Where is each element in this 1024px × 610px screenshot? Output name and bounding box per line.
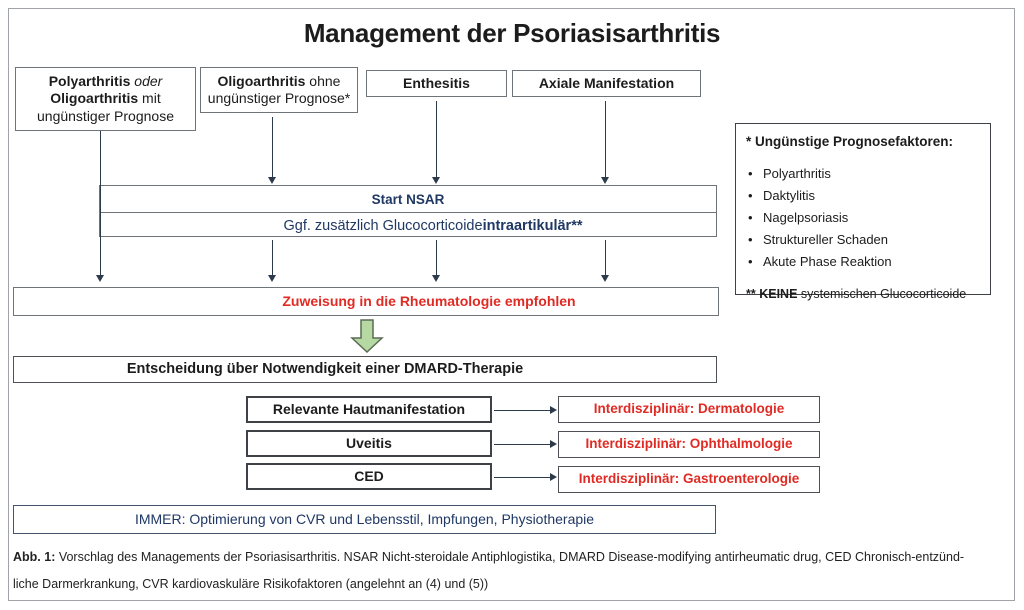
arrow-ced-to-gastroenterologie — [494, 473, 557, 482]
box-ced: CED — [246, 463, 492, 490]
caption-line-2: liche Darmerkrankung, CVR kardiovaskulär… — [13, 576, 489, 591]
box-interdisziplinaer-gastroenterologie: Interdisziplinär: Gastroenterologie — [558, 466, 820, 493]
green-down-arrow — [350, 319, 384, 353]
caption-line-1: Abb. 1: Vorschlag des Managements der Ps… — [13, 550, 965, 564]
figure-caption: Abb. 1: Vorschlag des Managements der Ps… — [13, 549, 1013, 593]
box-immer-optimierung: IMMER: Optimierung von CVR und Lebenssti… — [13, 505, 716, 534]
prognose-item-nagelpsoriasis: Nagelpsoriasis — [746, 209, 980, 227]
panel-footnote-keine-glucocorticoide: ** KEINE systemischen Glucocorticoide — [746, 286, 967, 301]
prognose-item-struktureller-schaden: Struktureller Schaden — [746, 231, 980, 249]
arrow-nsar-to-zuweisung-1 — [268, 240, 277, 282]
box-nsar-group: Start NSAR Ggf. zusätzlich Glucocorticoi… — [99, 185, 717, 237]
box-interdisziplinaer-dermatologie: Interdisziplinär: Dermatologie — [558, 396, 820, 423]
box-dmard-entscheidung: Entscheidung über Notwendigkeit einer DM… — [13, 356, 717, 383]
box-zuweisung-rheumatologie: Zuweisung in die Rheumatologie empfohlen — [13, 287, 719, 316]
arrow-polyarthritis-to-zuweisung — [96, 131, 105, 282]
box-hautmanifestation: Relevante Hautmanifestation — [246, 396, 492, 423]
box-polyarthritis-text: Polyarthritis oder Oligoarthritis mit un… — [37, 72, 174, 124]
prognose-item-daktylitis: Daktylitis — [746, 187, 980, 205]
box-polyarthritis-oligoarthritis: Polyarthritis oder Oligoarthritis mit un… — [15, 67, 196, 131]
box-enthesitis: Enthesitis — [366, 70, 507, 97]
box-oligoarthritis-ohne-prognose: Oligoarthritis ohne ungünstiger Prognose… — [200, 67, 358, 113]
prognose-item-akute-phase-reaktion: Akute Phase Reaktion — [746, 253, 980, 271]
arrow-uveitis-to-ophthalmologie — [494, 440, 557, 449]
arrow-haut-to-dermatologie — [494, 406, 557, 415]
box-interdisziplinaer-ophthalmologie: Interdisziplinär: Ophthalmologie — [558, 431, 820, 458]
nsar-glucocorticoid-row: Ggf. zusätzlich Glucocorticoide intraart… — [100, 212, 716, 238]
box-oligoarthritis-text: Oligoarthritis ohne ungünstiger Prognose… — [207, 72, 351, 107]
nsar-start-row: Start NSAR — [371, 191, 445, 207]
arrow-enthesitis-to-nsar — [432, 101, 441, 184]
figure-title: Management der Psoriasisarthritis — [303, 18, 721, 48]
box-uveitis: Uveitis — [246, 430, 492, 457]
arrow-oligo-to-nsar — [268, 117, 277, 184]
arrow-nsar-to-zuweisung-2 — [432, 240, 441, 282]
arrow-axial-to-nsar — [601, 101, 610, 184]
green-down-arrow-shape — [350, 319, 384, 353]
panel-prognosefaktoren: * Ungünstige Prognosefaktoren: Polyarthr… — [735, 123, 991, 301]
panel-prognosefaktoren-title: * Ungünstige Prognosefaktoren: — [746, 134, 954, 149]
prognose-item-polyarthritis: Polyarthritis — [746, 165, 980, 183]
arrow-nsar-to-zuweisung-3 — [601, 240, 610, 282]
figure-border — [8, 8, 1015, 601]
box-axiale-manifestation: Axiale Manifestation — [512, 70, 701, 97]
